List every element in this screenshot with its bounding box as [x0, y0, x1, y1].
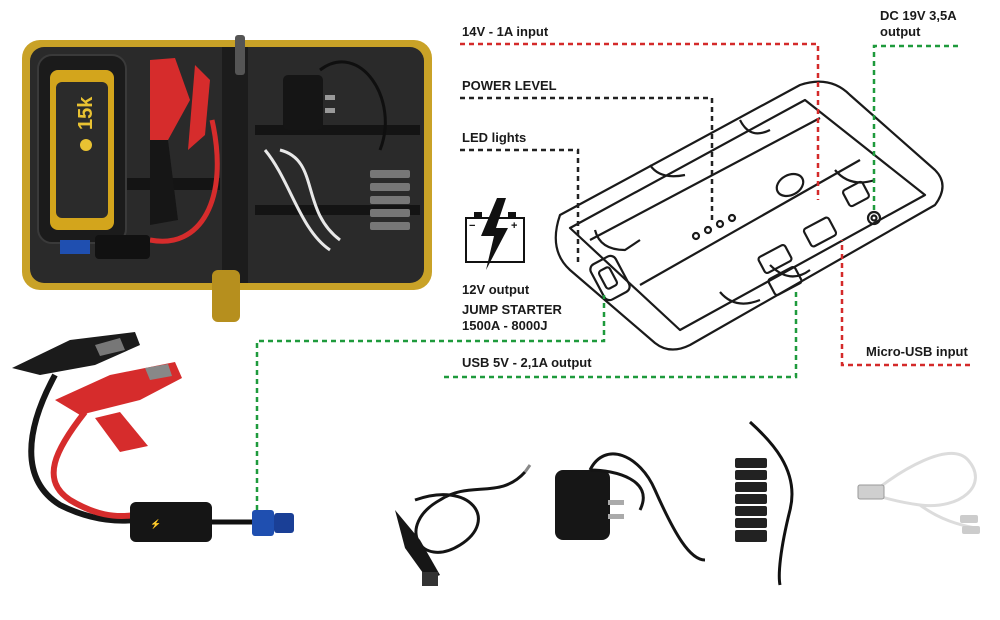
dc-adapter-tips	[735, 420, 794, 586]
jump-starter-battery-icon: − +	[465, 198, 525, 270]
label-12v-output: 12V output	[462, 282, 530, 297]
svg-text:+: +	[511, 220, 517, 232]
label-dc-output-line2: output	[880, 24, 921, 39]
svg-text:⚡: ⚡	[150, 518, 161, 530]
callout-lines	[255, 42, 970, 510]
jump-clamp-cables: ⚡	[12, 332, 294, 542]
label-jump-spec: 1500A - 8000J	[462, 318, 548, 333]
callout-line-usb-output	[444, 290, 798, 379]
callout-line-led-lights	[460, 148, 580, 262]
label-14v-input: 14V - 1A input	[462, 24, 549, 39]
jump-starter-in-case: 15k	[37, 54, 127, 244]
callout-line-12v-output	[255, 295, 606, 510]
label-micro-usb-input: Micro-USB input	[866, 344, 968, 359]
callout-line-power-level	[460, 96, 714, 222]
callout-line-14v-input	[460, 42, 820, 200]
usb-splitter-cable	[857, 452, 980, 534]
label-power-level: POWER LEVEL	[462, 78, 557, 93]
callout-line-micro-usb	[840, 240, 970, 367]
device-line-drawing	[554, 80, 944, 351]
callout-line-dc-output	[872, 44, 958, 210]
label-led-lights: LED lights	[462, 130, 527, 145]
label-dc-output-line1: DC 19V 3,5A	[880, 8, 957, 23]
accessories-in-case	[235, 35, 410, 252]
wall-charger	[555, 452, 706, 562]
svg-text:−: −	[469, 220, 475, 232]
clamps-in-case	[60, 58, 220, 259]
label-usb-output: USB 5V - 2,1A output	[462, 355, 592, 370]
car-charger-cable	[395, 464, 532, 586]
device-brand-logo: 15k	[75, 96, 97, 130]
label-jump-starter: JUMP STARTER	[462, 302, 562, 317]
